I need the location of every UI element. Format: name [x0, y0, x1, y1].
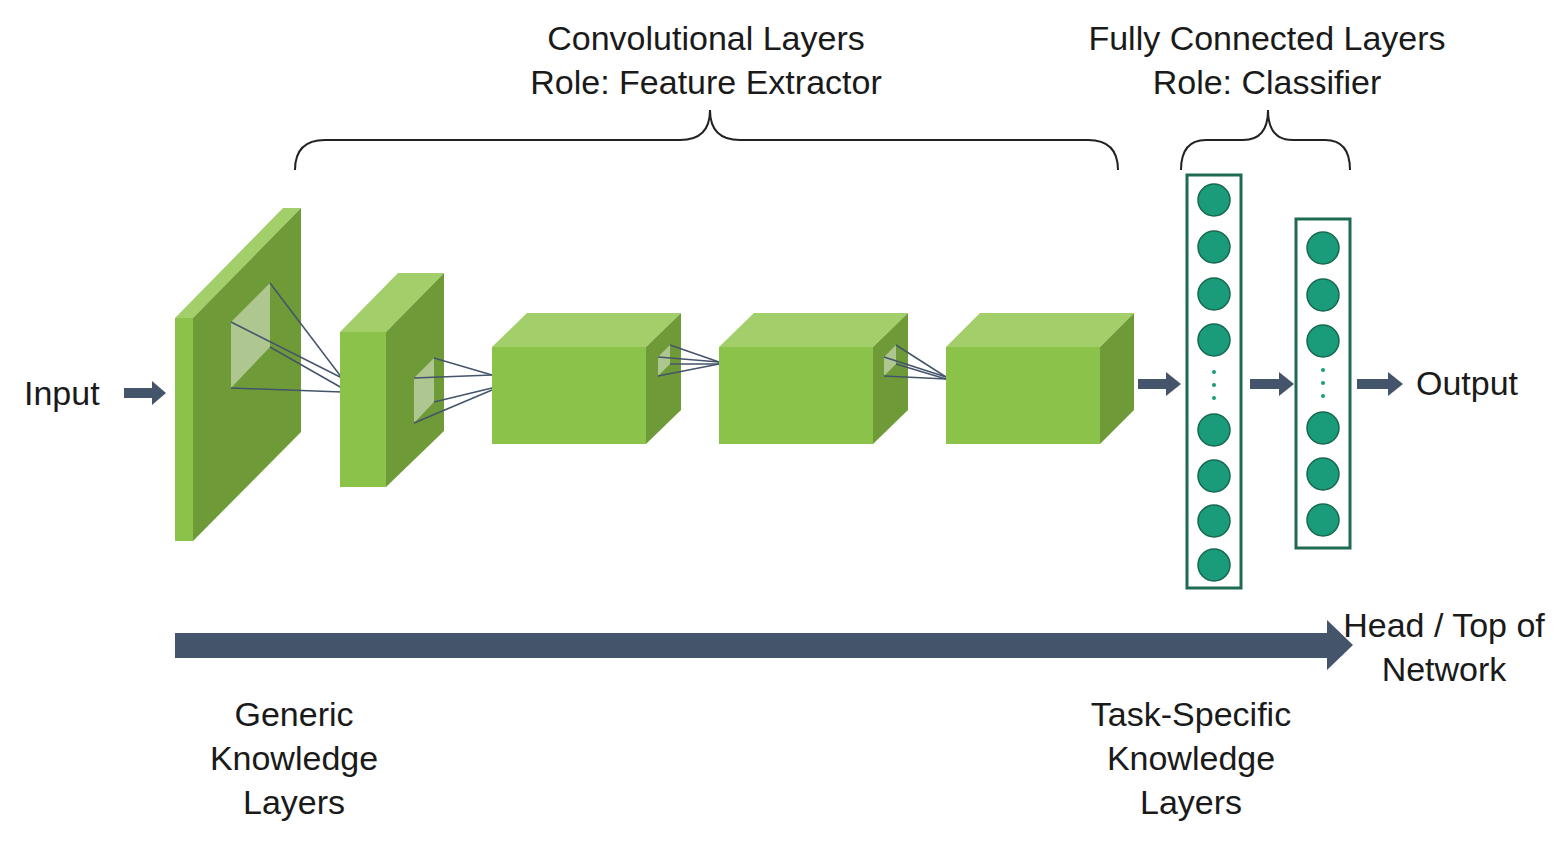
conv-layer: [719, 313, 908, 444]
section-role: Role: Feature Extractor: [530, 60, 881, 104]
neuron: [1307, 325, 1339, 357]
depth-arrow: [175, 620, 1353, 670]
neuron: [1321, 381, 1325, 385]
neuron: [1198, 278, 1230, 310]
neuron: [1321, 394, 1325, 398]
neurons: [1198, 184, 1339, 581]
neuron: [1198, 324, 1230, 356]
section-title: Convolutional Layers: [547, 16, 865, 60]
neuron: [1212, 396, 1216, 400]
neuron: [1198, 231, 1230, 263]
neuron: [1307, 458, 1339, 490]
neuron: [1321, 368, 1325, 372]
neuron: [1307, 279, 1339, 311]
axis-label: Head / Top of Network: [1339, 603, 1549, 691]
receptive-field-lines: [884, 345, 946, 379]
neuron: [1307, 504, 1339, 536]
section-title: Fully Connected Layers: [1088, 16, 1445, 60]
conv-layer: [492, 313, 681, 444]
neuron: [1307, 412, 1339, 444]
conv-layer: [946, 313, 1134, 444]
ellipsis-dots: [1212, 368, 1325, 400]
neuron: [1212, 383, 1216, 387]
conv-layer: [340, 273, 444, 487]
bracket: [295, 110, 1350, 170]
fc-layer: [1187, 175, 1241, 588]
neuron: [1198, 460, 1230, 492]
io-label: Input: [24, 371, 100, 415]
fc-layer: [1296, 219, 1350, 548]
receptive-field-lines: [231, 283, 342, 392]
conv-layer: [175, 208, 301, 541]
neuron: [1198, 549, 1230, 581]
neuron: [1307, 232, 1339, 264]
neuron: [1198, 184, 1230, 216]
receptive-field-lines: [658, 345, 719, 376]
neuron: [1198, 505, 1230, 537]
axis-label: Generic Knowledge Layers: [194, 692, 394, 824]
receptive-field-lines: [414, 358, 492, 423]
neuron: [1198, 414, 1230, 446]
axis-label: Task-Specific Knowledge Layers: [1071, 692, 1311, 824]
flow-arrow: [124, 372, 1403, 405]
neuron: [1212, 370, 1216, 374]
io-label: Output: [1416, 361, 1518, 405]
section-role: Role: Classifier: [1153, 60, 1382, 104]
